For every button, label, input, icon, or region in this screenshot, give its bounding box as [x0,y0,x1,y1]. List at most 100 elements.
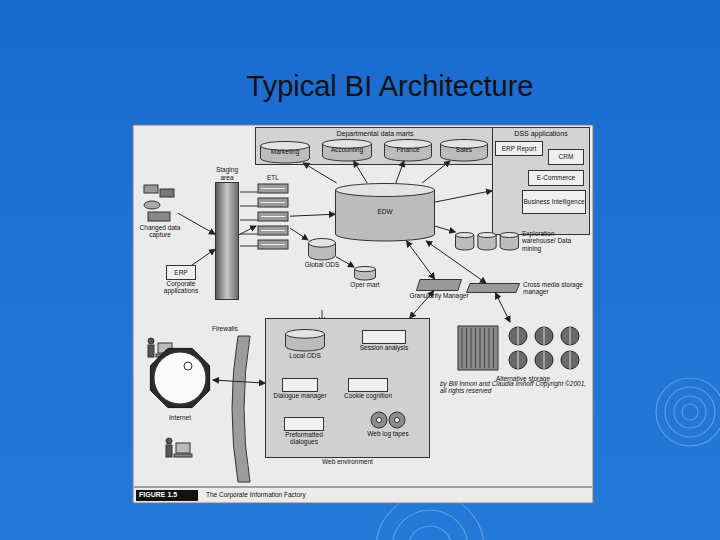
etl-stripe [261,202,285,203]
connector-arrow [192,249,215,265]
connector-arrow [435,226,455,232]
flat-box [467,284,520,293]
node-label: Global ODS [297,261,347,268]
caption-rule [134,487,592,488]
node-label: Business Intelligence [523,198,585,205]
node-label: Marketing [260,148,310,155]
node-label: ETL [258,174,288,181]
swirl-ring [665,387,715,437]
firewall-label: Firewalls [212,325,252,332]
connector-arrow [407,241,435,279]
node-label: EDW [335,208,435,215]
storage-stripe [475,328,476,368]
etl-item [258,240,288,249]
application-box: E-Commerce [528,170,584,186]
swirl-ring [674,396,706,428]
figure-number: FIGURE 1.5 [139,491,197,499]
swirl-ring [682,404,698,420]
figure-caption: The Corporate Information Factory [206,491,406,498]
capture-icon [144,201,160,209]
node-label: Accounting [322,146,372,153]
connector-arrow [426,241,486,283]
node-label: ERP [167,269,195,276]
node-label: Preformatted dialogues [274,431,334,446]
user-head [148,338,154,344]
feed-line [240,206,258,207]
swirl-ring [656,378,720,446]
storage-disk [535,351,553,369]
staging-feed-lines [240,192,258,246]
node-outline [354,266,376,280]
user-body [166,445,172,457]
group-box: Web environmentLocal ODSSession analysis… [265,318,430,458]
node-label: Dialogue manager [272,392,328,399]
etl-stack: ETL [256,182,290,252]
node-label: Cookie cognition [340,392,396,399]
storage-disk-mark [544,327,545,345]
node-outline [456,322,590,374]
application-box: ERP Report [495,141,543,156]
connector-arrow [290,214,335,216]
cylinder-top [355,267,376,272]
group-box: DSS applicationsERP ReportCRME-CommerceB… [492,127,590,235]
internet-core [154,352,206,404]
node-label: Departmental data marts [256,130,494,138]
computer-base [174,454,192,457]
node-label: Session analysis [356,344,412,351]
connector-arrow [496,293,511,322]
ods-cylinder: Global ODS [308,238,336,260]
etl-item [258,212,288,221]
node-outline [308,238,336,260]
node-label: ERP Report [496,145,542,152]
warehouse-cylinder: EDW [335,183,435,241]
node-label: Finance [384,146,432,153]
user-head [166,438,172,444]
component-box: Preformatted dialogues [284,417,324,431]
node-outline [215,182,239,300]
group-box: Departmental data martsMarketing Accounti… [255,127,495,165]
node-label: E-Commerce [529,174,583,181]
figure-panel [133,125,593,503]
node-outline [455,232,519,250]
connector-arrow [422,161,450,183]
storage-stripe [480,328,481,368]
feed-line [240,192,258,193]
component-box: Session analysis [362,330,406,344]
copyright-note: by Bill Inmon and Claudia Imhoff Copyrig… [440,380,592,395]
mart-cylinder: Oper mart [354,266,376,280]
user-body [148,345,154,357]
node-outline [370,411,406,429]
storage-stripe [471,328,472,368]
node-label: Sales [440,146,488,153]
connector-arrow [410,291,434,318]
storage-disk [561,351,579,369]
node-label: Web log tapes [363,430,413,437]
internet-rim [150,348,209,407]
node-label: Internet [155,414,205,421]
etl-stripe [261,188,285,189]
storage-stripe [489,328,490,368]
storage-disk-mark [518,351,519,369]
cylinder-top [500,233,518,238]
storage-disk-mark [570,327,571,345]
staging-column: Staging area [215,182,239,300]
cylinder-top [478,233,496,238]
connector-arrow [303,163,336,183]
swirl-ring [408,526,452,540]
storage-disk [535,327,553,345]
column-fill [216,183,239,300]
feed-line [240,234,258,235]
storage-stripe [462,328,463,368]
connector-arrow [336,257,354,267]
swirl-ring [392,510,468,540]
storage-disk-mark [570,351,571,369]
storage-disk-mark [544,351,545,369]
computer-screen [176,443,190,453]
connector-arrow [354,161,368,183]
connector-arrow [178,213,215,234]
etl-stripe [261,244,285,245]
cylinder-top [286,330,325,339]
internet-circle: Internet [147,343,213,413]
figure-number-bar [136,490,198,501]
